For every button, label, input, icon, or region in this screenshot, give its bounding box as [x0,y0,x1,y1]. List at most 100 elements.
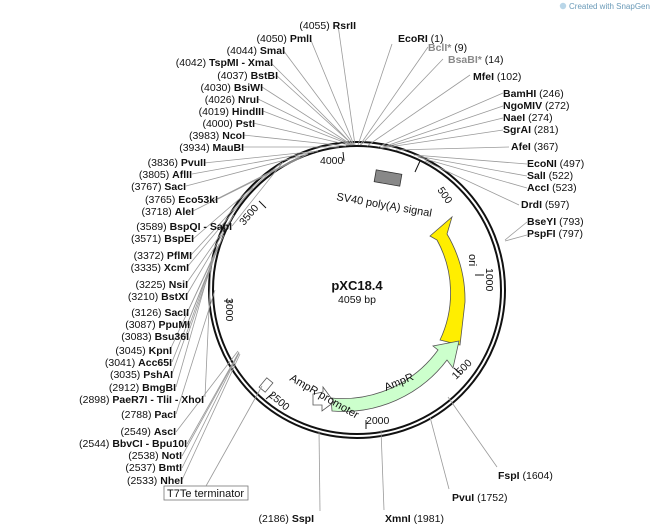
site-bsiwi[interactable]: (4030) BsiWI [201,82,264,94]
site-acc65i[interactable]: (3041) Acc65I [105,357,172,369]
site-xcmi[interactable]: (3335) XcmI [131,262,189,274]
site-position: (3210) [128,291,161,303]
site-aflii[interactable]: (3805) AflII [139,169,192,181]
svg-text:MfeI (102): MfeI (102) [473,71,521,83]
svg-text:(4026) NruI: (4026) NruI [205,94,259,106]
svg-text:(3934) MauBI: (3934) MauBI [179,142,244,154]
svg-text:BsaBI* (14): BsaBI* (14) [448,54,503,66]
site-hindiii[interactable]: (4019) HindIII [199,106,264,118]
site-nhei[interactable]: (2533) NheI [127,475,183,487]
site-sali[interactable]: SalI (522) [527,170,573,182]
site-pvui[interactable]: PvuI (1752) [452,492,507,504]
site-name: PmlI [290,33,312,45]
site-ppumi[interactable]: (3087) PpuMI [125,319,190,331]
site-bamhi[interactable]: BamHI (246) [503,88,564,100]
site-position: (2186) [259,513,292,525]
site-tspmi-xmai[interactable]: (4042) TspMI - XmaI [176,57,273,69]
site-position: (9) [451,42,467,54]
site-position: (102) [494,71,521,83]
ampr-feature[interactable] [330,340,460,412]
site-pspfi[interactable]: PspFI (797) [527,228,583,240]
ampr-promoter-feature[interactable] [312,385,335,412]
site-saci[interactable]: (3767) SacI [131,181,186,193]
site-bspei[interactable]: (3571) BspEI [131,233,194,245]
svg-text:AfeI (367): AfeI (367) [511,141,558,153]
site-rsrii[interactable]: (4055) RsrII [299,20,356,32]
svg-text:SalI (522): SalI (522) [527,170,573,182]
site-sgrai[interactable]: SgrAI (281) [503,124,558,136]
site-name: AflII [172,169,192,181]
t7te-terminator-feature[interactable] [258,377,274,393]
site-name: AleI [175,206,194,218]
site-ngomiv[interactable]: NgoMIV (272) [503,100,570,112]
site-alei[interactable]: (3718) AleI [141,206,194,218]
site-bseyi[interactable]: BseYI (793) [527,216,584,228]
site-sspi[interactable]: (2186) SspI [259,513,315,525]
site-pflmi[interactable]: (3372) PflMI [134,250,192,262]
site-maubi[interactable]: (3934) MauBI [179,142,244,154]
site-pmli[interactable]: (4050) PmlI [257,33,313,45]
site-name: PvuII [181,157,206,169]
svg-text:(2898) PaeR7I - TliI - XhoI: (2898) PaeR7I - TliI - XhoI [79,394,204,406]
site-position: (4044) [227,45,260,57]
site-name: BstBI [251,70,279,82]
svg-text:(2533) NheI: (2533) NheI [127,475,183,487]
site-ecori[interactable]: EcoRI (1) [398,33,444,45]
ori-feature[interactable] [429,215,466,346]
site-psti[interactable]: (4000) PstI [202,118,255,130]
site-fspi[interactable]: FspI (1604) [498,470,553,482]
svg-text:(3035) PshAI: (3035) PshAI [110,369,173,381]
site-noti[interactable]: (2538) NotI [128,450,182,462]
site-position: (4042) [176,57,209,69]
site-position: (2538) [128,450,161,462]
svg-text:(3126) SacII: (3126) SacII [131,307,189,319]
site-name: BstXI [161,291,188,303]
site-eco53ki[interactable]: (3765) Eco53kI [145,194,218,206]
sv40-polya-signal-feature[interactable] [373,169,403,187]
site-acci[interactable]: AccI (523) [527,182,577,194]
site-afei[interactable]: AfeI (367) [511,141,558,153]
ori-label: ori [466,254,478,266]
site-sacii[interactable]: (3126) SacII [131,307,189,319]
site-nrui[interactable]: (4026) NruI [205,94,259,106]
site-econi[interactable]: EcoNI (497) [527,158,584,170]
site-paci[interactable]: (2788) PacI [121,409,176,421]
site-bbvci-bpu10i[interactable]: (2544) BbvCI - Bpu10I [79,438,187,450]
site-drdi[interactable]: DrdI (597) [521,199,569,211]
site-bsabi[interactable]: BsaBI* (14) [448,54,503,66]
site-position: (3767) [131,181,164,193]
site-bstxi[interactable]: (3210) BstXI [128,291,188,303]
site-name: SspI [292,513,314,525]
site-name: PpuMI [159,319,191,331]
snapgene-logo-icon [559,2,567,10]
site-name: PvuI [452,492,474,504]
site-name: NruI [238,94,259,106]
site-name: RsrII [333,20,356,32]
site-asci[interactable]: (2549) AscI [121,426,177,438]
site-paer7i-tlii-xhoi[interactable]: (2898) PaeR7I - TliI - XhoI [79,394,204,406]
svg-text:FspI (1604): FspI (1604) [498,470,553,482]
svg-text:XmnI (1981): XmnI (1981) [385,513,444,525]
site-mfei[interactable]: MfeI (102) [473,71,521,83]
site-bmti[interactable]: (2537) BmtI [125,462,182,474]
site-pvuii[interactable]: (3836) PvuII [148,157,206,169]
site-position: (4000) [202,118,235,130]
site-xmni[interactable]: XmnI (1981) [385,513,444,525]
svg-text:SgrAI (281): SgrAI (281) [503,124,558,136]
site-bsu36i[interactable]: (3083) Bsu36I [121,331,189,343]
site-smai[interactable]: (4044) SmaI [227,45,285,57]
svg-text:(4030) BsiWI: (4030) BsiWI [201,82,264,94]
site-bspqi-sapi[interactable]: (3589) BspQI - SapI [136,221,232,233]
site-bstbi[interactable]: (4037) BstBI [217,70,278,82]
site-position: (3083) [121,331,154,343]
site-naei[interactable]: NaeI (274) [503,112,553,124]
site-ncoi[interactable]: (3983) NcoI [189,130,245,142]
site-bmgbi[interactable]: (2912) BmgBI [109,382,176,394]
site-bcli[interactable]: BclI* (9) [428,42,467,54]
site-nsii[interactable]: (3225) NsiI [135,279,188,291]
site-pshai[interactable]: (3035) PshAI [110,369,173,381]
site-position: (3805) [139,169,172,181]
site-kpni[interactable]: (3045) KpnI [115,345,172,357]
